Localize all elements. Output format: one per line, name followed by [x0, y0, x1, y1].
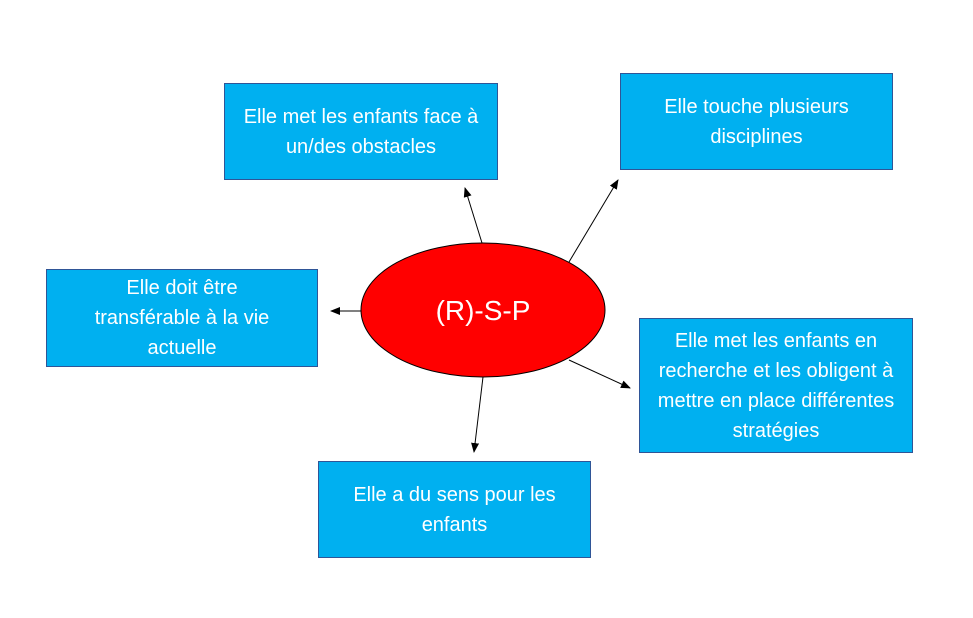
- arrow-to-recherche: [568, 359, 631, 389]
- box-sens: Elle a du sens pour les enfants: [318, 461, 591, 558]
- box-disciplines: Elle touche plusieurs disciplines: [620, 73, 893, 170]
- center-label: (R)-S-P: [435, 294, 531, 326]
- arrow-to-obstacles: [463, 187, 483, 244]
- box-obstacles: Elle met les enfants face à un/des obsta…: [224, 83, 498, 180]
- box-recherche: Elle met les enfants en recherche et les…: [639, 318, 913, 453]
- arrow-to-disciplines: [568, 179, 619, 263]
- arrow-to-sens: [471, 376, 484, 453]
- box-transferable: Elle doit être transférable à la vie act…: [46, 269, 318, 367]
